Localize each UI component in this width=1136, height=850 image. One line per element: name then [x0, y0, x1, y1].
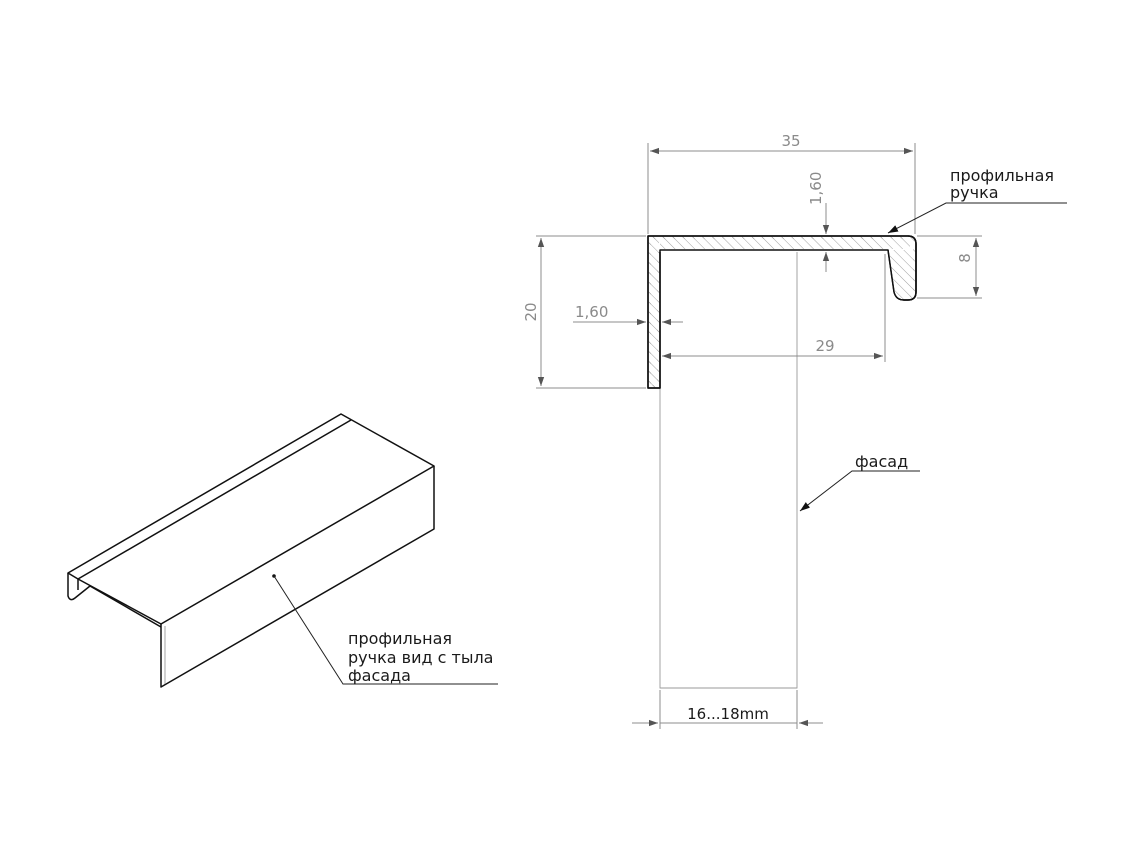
- profile-handle-hollow: [651, 239, 913, 385]
- leader-facade: [799, 470, 920, 512]
- iso-front-face: [160, 466, 435, 688]
- profile-lip-hatch: [888, 250, 914, 298]
- dim-inner-width: 29: [815, 337, 834, 355]
- label-facade: фасад: [855, 452, 908, 471]
- iso-inner-top-line: [77, 419, 352, 580]
- profile-handle-section: [647, 235, 917, 389]
- dim-facade-thickness: 16...18mm: [687, 705, 769, 723]
- leader-handle: [887, 202, 1067, 234]
- dim-lip-height: 8: [956, 253, 974, 263]
- dim-top-thickness: 1,60: [807, 172, 825, 205]
- facade-board: [659, 247, 798, 689]
- dim-side-thickness: 1,60: [575, 303, 608, 321]
- iso-top-face: [67, 413, 435, 625]
- dim-height: 20: [522, 302, 540, 321]
- profile-handle-outline: [647, 235, 917, 389]
- iso-lip: [67, 573, 162, 628]
- dim-total-width: 35: [781, 132, 800, 150]
- label-handle-line1: профильная: [950, 166, 1054, 185]
- label-handle-back-line1: профильная: [348, 629, 452, 648]
- label-handle-back-line2: ручка вид с тыла: [348, 648, 493, 667]
- profile-side-wall-hatch: [649, 237, 659, 387]
- profile-top-wall-hatch: [660, 237, 910, 249]
- section-view: 35 1,60 20 1,60 8 29 16...18mm профильна: [522, 132, 1067, 729]
- iso-leader-line: [273, 575, 498, 685]
- isometric-view: профильная ручка вид с тыла фасада: [67, 413, 498, 688]
- label-handle-line2: ручка: [950, 183, 999, 202]
- label-handle-back-line3: фасада: [348, 666, 411, 685]
- profile-lip-edge: [887, 235, 917, 301]
